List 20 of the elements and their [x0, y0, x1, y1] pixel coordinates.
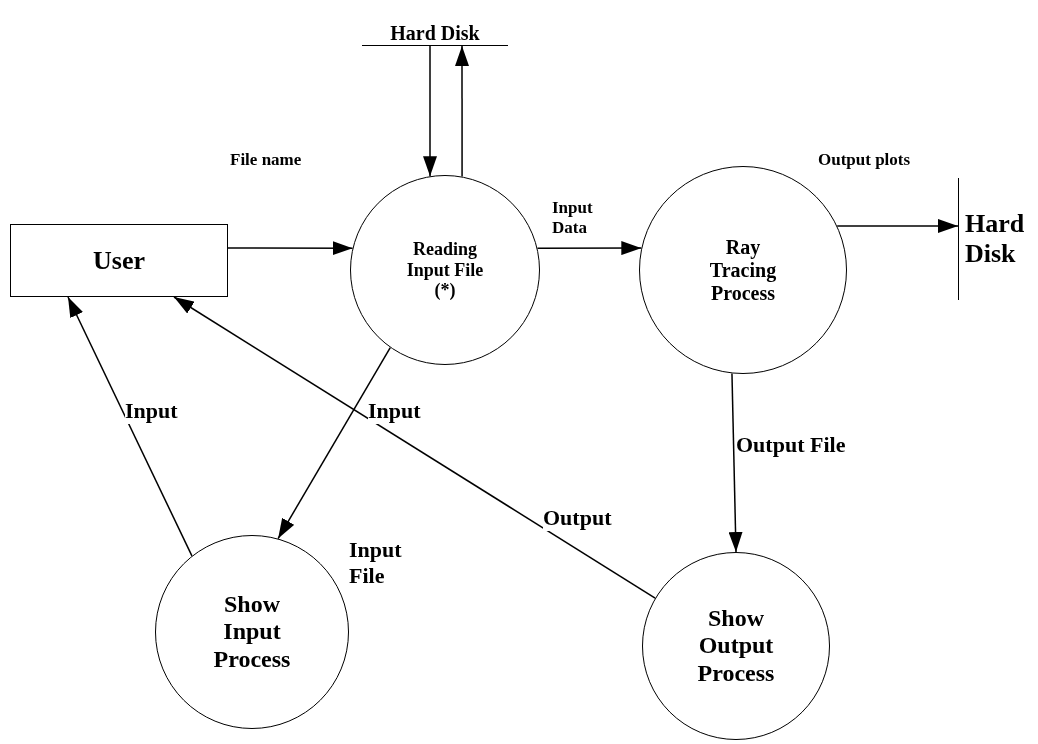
arrow — [455, 45, 469, 178]
external-entity-box — [10, 224, 228, 297]
node-text: Hard Disk — [390, 22, 480, 45]
arrow — [227, 241, 354, 256]
node-text: Show Input Process — [212, 590, 292, 674]
node-text: Hard Disk — [964, 209, 1026, 269]
node-text: Ray Tracing Process — [708, 235, 778, 305]
arrow — [67, 296, 193, 557]
node-text: Show Output Process — [696, 604, 776, 688]
arrow — [836, 219, 959, 233]
node-text: (*) — [433, 280, 457, 302]
edge-label: Output plots — [818, 150, 911, 171]
arrow — [423, 45, 438, 177]
node-text: Reading Input File — [405, 238, 485, 281]
arrow — [536, 241, 643, 256]
arrow — [173, 296, 656, 599]
node-text: User — [93, 245, 145, 276]
arrow — [728, 372, 743, 553]
flow-label: Input File — [349, 537, 403, 590]
arrow — [277, 346, 391, 540]
